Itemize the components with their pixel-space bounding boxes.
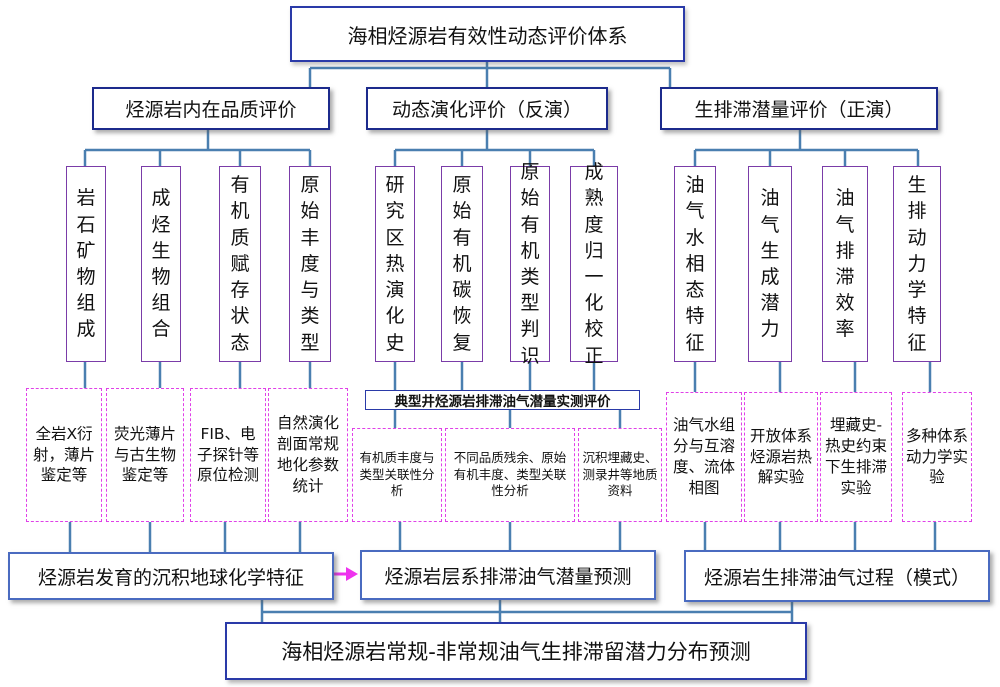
bottom-process-model: 烃源岩生排滞油气过程（模式） bbox=[684, 550, 990, 602]
item-maturity-normalization: 成熟度归一化校正 bbox=[570, 161, 618, 367]
item-label: 油气生成潜力 bbox=[760, 187, 780, 341]
method-phase-diagram: 油气水组分与互溶度、流体相图 bbox=[666, 392, 742, 522]
item-generation-potential: 油气生成潜力 bbox=[748, 166, 792, 362]
method-kinetic-experiment: 多种体系动力学实验 bbox=[902, 392, 972, 522]
final-prediction: 海相烃源岩常规-非常规油气生排滞留潜力分布预测 bbox=[225, 622, 807, 680]
bottom-potential-prediction: 烃源岩层系排滞油气潜量预测 bbox=[360, 550, 656, 600]
item-label: 成熟度归一化校正 bbox=[584, 161, 604, 367]
category-dynamic-evolution: 动态演化评价（反演） bbox=[366, 87, 608, 130]
item-label: 岩石矿物组成 bbox=[76, 187, 96, 341]
method-fluorescence: 荧光薄片与古生物鉴定等 bbox=[106, 388, 184, 522]
center-evaluation-label: 典型井烃源岩排滞油气潜量实测评价 bbox=[365, 390, 640, 410]
item-rock-mineral: 岩石矿物组成 bbox=[66, 166, 106, 362]
method-abundance-type-correlation: 有机质丰度与类型关联性分析 bbox=[352, 428, 442, 522]
item-label: 原始有机类型判识 bbox=[520, 161, 540, 367]
item-label: 原始有机碳恢复 bbox=[452, 174, 472, 354]
item-label: 生排动力学特征 bbox=[907, 174, 927, 354]
diagram-title: 海相烃源岩有效性动态评价体系 bbox=[290, 6, 685, 62]
method-constrained-experiment: 埋藏史-热史约束下生排滞实验 bbox=[820, 392, 892, 522]
method-burial-logging-data: 沉积埋藏史、测录井等地质资料 bbox=[578, 428, 662, 522]
method-fib-probe: FIB、电子探针等原位检测 bbox=[190, 388, 266, 522]
item-thermal-history: 研究区热演化史 bbox=[375, 166, 415, 362]
category-generation-potential: 生排滞潜量评价（正演） bbox=[660, 87, 938, 130]
item-label: 油气水相态特征 bbox=[685, 174, 705, 354]
item-expulsion-efficiency: 油气排滞效率 bbox=[822, 166, 868, 362]
item-label: 油气排滞效率 bbox=[835, 187, 855, 341]
item-original-abundance: 原始丰度与类型 bbox=[289, 166, 331, 362]
item-label: 有机质赋存状态 bbox=[230, 174, 250, 354]
item-label: 成烃生物组合 bbox=[151, 187, 171, 341]
method-residual-original-correlation: 不同品质残余、原始有机丰度、类型关联性分析 bbox=[445, 428, 575, 522]
item-label: 原始丰度与类型 bbox=[300, 174, 320, 354]
item-hydrocarbon-biota: 成烃生物组合 bbox=[141, 166, 181, 362]
item-toc-restoration: 原始有机碳恢复 bbox=[441, 166, 483, 362]
item-label: 研究区热演化史 bbox=[385, 174, 405, 354]
item-phase-characteristics: 油气水相态特征 bbox=[674, 166, 716, 362]
method-geochem-stats: 自然演化剖面常规地化参数统计 bbox=[268, 388, 348, 522]
method-xrd-thin-section: 全岩X衍射，薄片鉴定等 bbox=[26, 388, 102, 522]
bottom-sedimentary-geochem: 烃源岩发育的沉积地球化学特征 bbox=[8, 552, 334, 600]
category-intrinsic-quality: 烃源岩内在品质评价 bbox=[92, 87, 330, 130]
method-pyrolysis: 开放体系烃源岩热解实验 bbox=[744, 392, 818, 522]
item-kinetics: 生排动力学特征 bbox=[893, 166, 941, 362]
item-organic-type-id: 原始有机类型判识 bbox=[510, 161, 550, 367]
flow-arrow bbox=[334, 567, 358, 581]
item-organic-occurrence: 有机质赋存状态 bbox=[219, 166, 261, 362]
